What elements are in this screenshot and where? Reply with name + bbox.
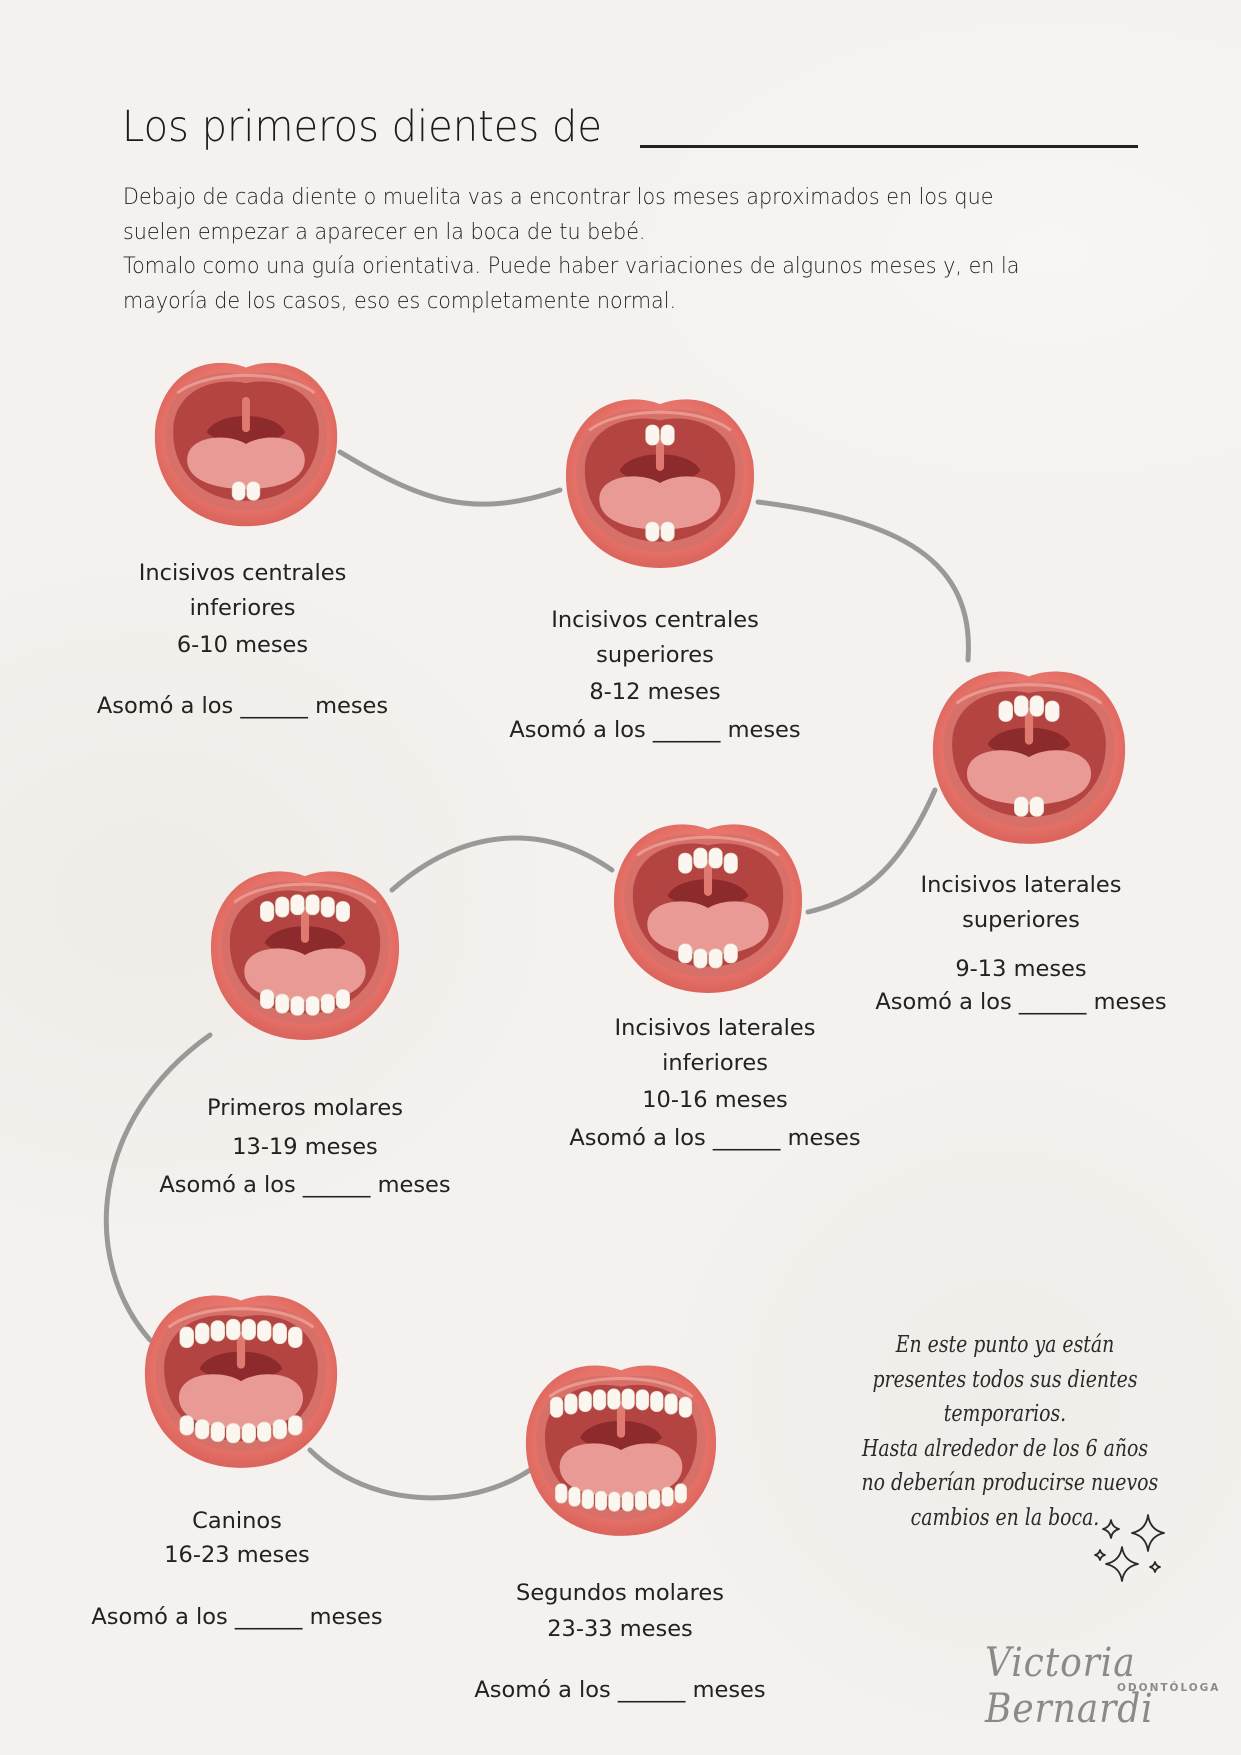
note-line: cambios en la boca.	[910, 1504, 1100, 1531]
mouth-icon	[613, 824, 803, 993]
stage-range: 6-10 meses	[176, 632, 309, 658]
note-line: presentes todos sus dientes	[872, 1366, 1138, 1393]
intro-line: Tomalo como una guía orientativa. Puede …	[123, 253, 1020, 279]
stage-range: 23-33 meses	[547, 1616, 693, 1642]
intro-paragraph: Debajo de cada diente o muelita vas a en…	[123, 180, 1143, 318]
stage-name: superiores	[596, 642, 714, 668]
stage-name: Incisivos centrales	[138, 560, 347, 586]
mouth-illustration-primeros-molares	[200, 862, 410, 1044]
fill-in-field[interactable]: Asomó a los ______ meses	[569, 1125, 861, 1151]
page-title: Los primeros dientes de	[122, 102, 602, 152]
stage-name: superiores	[962, 907, 1080, 933]
mouth-icon	[932, 671, 1126, 844]
intro-line: mayoría de los casos, eso es completamen…	[123, 287, 677, 314]
stage-range: 13-19 meses	[232, 1134, 378, 1160]
closing-note: En este punto ya están presentes todos s…	[830, 1328, 1180, 1535]
mouth-illustration-incisivos-laterales-superiores	[924, 662, 1134, 848]
mouth-icon	[144, 1295, 338, 1468]
intro-line: suelen empezar a aparecer en la boca de …	[123, 218, 646, 245]
mouth-illustration-incisivos-laterales-inferiores	[606, 815, 810, 997]
stage-name: Caninos	[192, 1508, 282, 1534]
note-line: temporarios.	[943, 1401, 1067, 1427]
mouth-illustration-incisivos-centrales-superiores	[555, 390, 765, 572]
note-line: En este punto ya están	[895, 1332, 1115, 1358]
mouth-illustration-incisivos-centrales-inferiores	[148, 348, 344, 536]
stage-name: Primeros molares	[207, 1095, 403, 1121]
fill-in-field[interactable]: Asomó a los ______ meses	[96, 693, 389, 719]
fill-in-field[interactable]: Asomó a los ______ meses	[875, 989, 1167, 1015]
stage-range: 10-16 meses	[642, 1087, 788, 1113]
name-blank-line[interactable]	[640, 145, 1138, 148]
mouth-icon	[210, 871, 400, 1040]
note-line: Hasta alrededor de los 6 años	[861, 1435, 1149, 1462]
stage-range: 16-23 meses	[164, 1542, 310, 1568]
stage-name: Incisivos centrales	[551, 607, 759, 633]
stage-name: Incisivos laterales	[614, 1015, 816, 1041]
mouth-icon	[154, 362, 338, 527]
mouth-illustration-caninos	[136, 1286, 346, 1472]
signature-title: ODONTÓLOGA	[1117, 1682, 1221, 1694]
stage-name: inferiores	[189, 595, 296, 621]
mouth-icon	[525, 1365, 717, 1536]
fill-in-field[interactable]: Asomó a los ______ meses	[91, 1604, 383, 1630]
intro-line: Debajo de cada diente o muelita vas a en…	[123, 184, 994, 210]
stage-range: 8-12 meses	[589, 679, 721, 705]
fill-in-field[interactable]: Asomó a los ______ meses	[509, 717, 801, 743]
note-line: no deberían producirse nuevos	[861, 1470, 1159, 1496]
stage-name: Incisivos laterales	[920, 872, 1122, 898]
mouth-illustration-segundos-molares	[516, 1356, 726, 1540]
stage-range: 9-13 meses	[955, 956, 1087, 982]
fill-in-field[interactable]: Asomó a los ______ meses	[159, 1172, 451, 1198]
signature-name: Victoria Bernardi	[985, 1640, 1154, 1732]
sparkles-icon	[1094, 1514, 1165, 1582]
stage-name: Segundos molares	[516, 1580, 724, 1606]
fill-in-field[interactable]: Asomó a los ______ meses	[474, 1677, 766, 1703]
stage-name: inferiores	[662, 1050, 768, 1076]
mouth-icon	[565, 399, 755, 568]
